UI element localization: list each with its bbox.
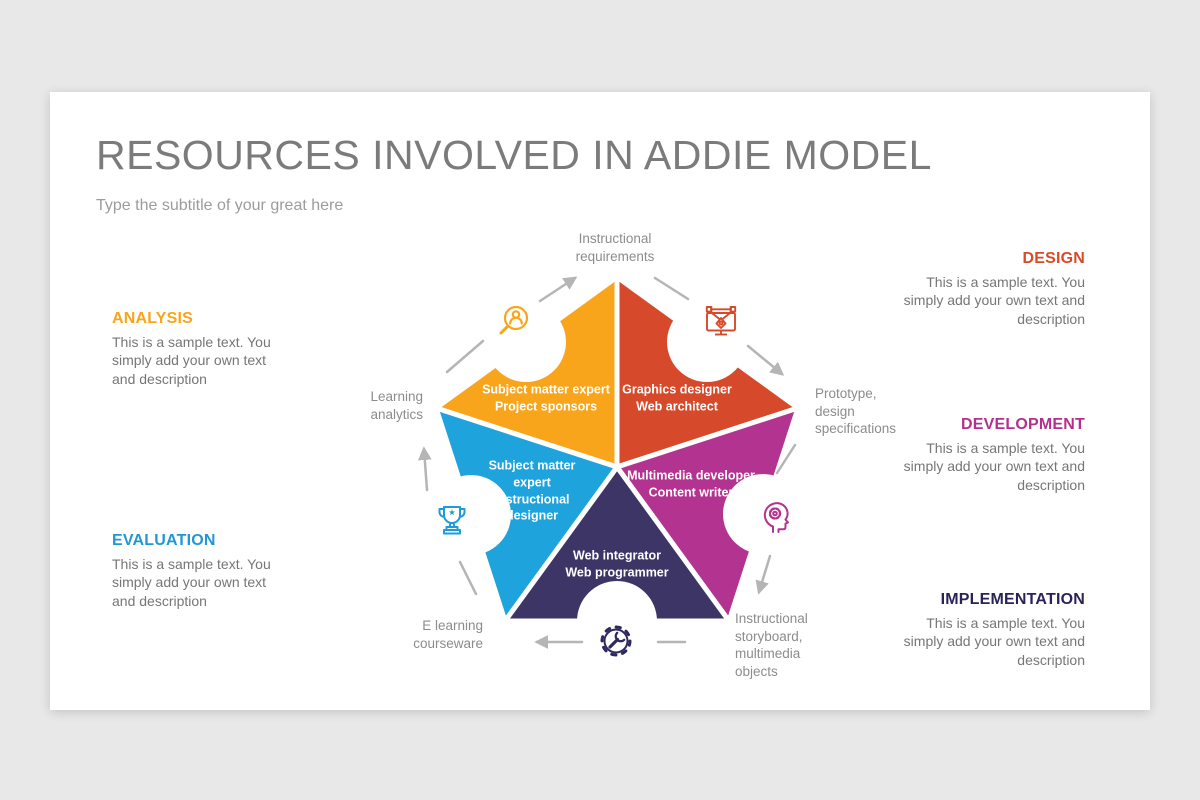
page-subtitle: Type the subtitle of your great here [96, 197, 344, 214]
segment-label-design: Graphics designer Web architect [602, 381, 752, 415]
segment-label-implementation-line2: Web programmer [565, 565, 669, 579]
stage-heading-design: DESIGN [1022, 250, 1085, 267]
stage-description-development: This is a sample text. You simply add yo… [903, 440, 1085, 493]
stage-heading-analysis: ANALYSIS [112, 310, 194, 327]
page-title: RESOURCES INVOLVED IN ADDIE MODEL [96, 132, 932, 178]
outer-label-instructional-storyboard: Instructional storyboard, multimedia obj… [735, 611, 808, 679]
outer-label-prototype-design-specifications: Prototype, design specifications [815, 386, 897, 437]
slide-card: RESOURCES INVOLVED IN ADDIE MODEL Type t… [50, 92, 1150, 710]
flow-arrow-top-to-right [653, 276, 690, 301]
stage-description-design: This is a sample text. You simply add yo… [903, 274, 1085, 327]
outer-label-instructional-requirements: Instructional requirements [575, 231, 655, 264]
segment-label-evaluation-line2: Instructional designer [494, 492, 570, 523]
stage-heading-development: DEVELOPMENT [961, 416, 1085, 433]
stage-block-analysis: ANALYSIS This is a sample text. You simp… [112, 310, 290, 388]
flow-arrow-right-down [775, 443, 797, 475]
stage-description-implementation: This is a sample text. You simply add yo… [903, 615, 1085, 668]
outer-label-elearning-courseware: E learning courseware [413, 618, 483, 651]
flow-arrows [417, 276, 797, 649]
design-pen-monitor-icon [705, 306, 737, 336]
head-gear-icon [763, 502, 789, 533]
flow-arrow-left-to-top-head [538, 276, 578, 303]
gear-wrench-icon [600, 625, 632, 657]
segment-label-analysis-line2: Project sponsors [494, 399, 598, 413]
icon-notch-implementation [577, 581, 657, 661]
segment-label-design-line2: Web architect [636, 399, 718, 413]
icon-notch-design [667, 302, 747, 382]
segment-label-implementation: Web integrator Web programmer [542, 547, 692, 581]
stage-heading-implementation: IMPLEMENTATION [940, 591, 1085, 608]
flow-arrow-right-down-head [755, 554, 772, 595]
flow-arrow-left-up-head [417, 446, 432, 492]
segment-label-development-line1: Multimedia developer [627, 468, 755, 483]
segment-label-evaluation-line1: Subject matter expert [488, 458, 576, 490]
segment-label-design-line1: Graphics designer [622, 382, 732, 397]
flow-arrow-left-to-top [445, 339, 485, 374]
segment-label-development-line2: Content writer [648, 485, 734, 499]
addie-pentagon-diagram [417, 274, 803, 661]
stage-block-implementation: IMPLEMENTATION This is a sample text. Yo… [885, 591, 1085, 669]
segment-label-evaluation: Subject matter expert Instructional desi… [473, 458, 591, 525]
trophy-icon [438, 506, 466, 535]
segment-label-implementation-line1: Web integrator [573, 548, 661, 563]
segment-label-analysis-line1: Subject matter expert [482, 382, 610, 397]
stage-block-design: DESIGN This is a sample text. You simply… [885, 250, 1085, 328]
flow-arrow-left-up [458, 560, 478, 596]
flow-arrow-top-to-right-head [746, 344, 785, 376]
stage-description-evaluation: This is a sample text. You simply add yo… [112, 556, 271, 609]
stage-block-development: DEVELOPMENT This is a sample text. You s… [885, 416, 1085, 494]
person-search-icon [499, 305, 529, 335]
stage-description-analysis: This is a sample text. You simply add yo… [112, 334, 271, 387]
stage-heading-evaluation: EVALUATION [112, 532, 216, 549]
stage-block-evaluation: EVALUATION This is a sample text. You si… [112, 532, 290, 610]
segment-label-development: Multimedia developer Content writer [616, 467, 766, 501]
icon-notch-development [723, 474, 803, 554]
segment-label-analysis: Subject matter expert Project sponsors [471, 381, 621, 415]
icon-notch-evaluation [431, 475, 511, 555]
outer-label-learning-analytics: Learning analytics [370, 389, 423, 422]
